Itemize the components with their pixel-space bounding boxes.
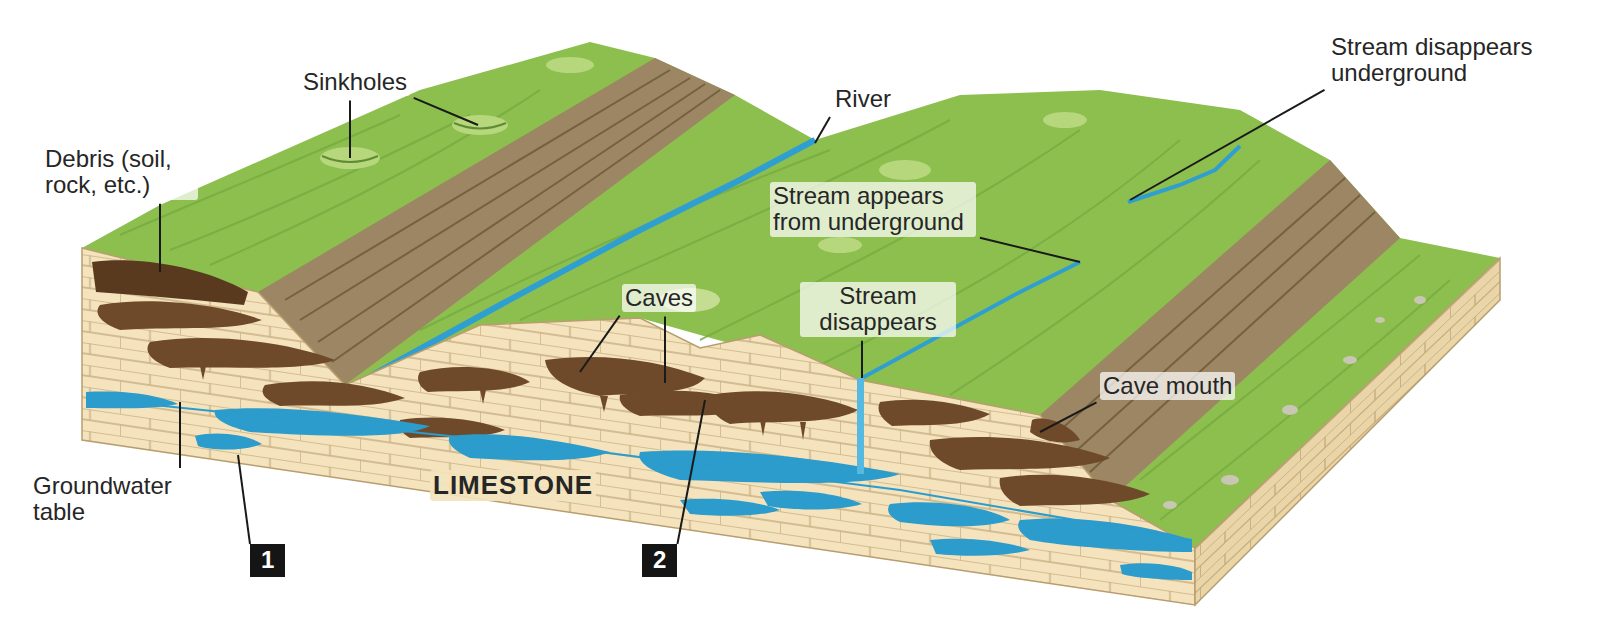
groundwater bbox=[86, 392, 1192, 580]
callout-label: Debris (soil, rock, etc.) bbox=[42, 145, 198, 200]
leader-line bbox=[980, 238, 1080, 262]
leader-line bbox=[179, 402, 181, 468]
limestone-right-face bbox=[1195, 258, 1500, 605]
callout-label: River bbox=[832, 85, 894, 113]
callout-label: LIMESTONE bbox=[430, 470, 596, 501]
leader-line bbox=[349, 100, 351, 158]
callout-number: 1 bbox=[261, 546, 274, 573]
leader-line bbox=[159, 204, 161, 272]
callout-label: Groundwater table bbox=[30, 472, 186, 527]
cliff-strata bbox=[285, 70, 720, 362]
callout-label: Stream disappears underground bbox=[1328, 33, 1549, 88]
callout-label: Stream appears from underground bbox=[770, 182, 976, 237]
leader-line bbox=[1130, 90, 1325, 200]
callout-label: Cave mouth bbox=[1100, 372, 1235, 400]
limestone-front-face bbox=[82, 248, 1195, 605]
leader-line bbox=[238, 455, 250, 544]
water-table-line bbox=[86, 398, 1192, 540]
callout-label: Sinkholes bbox=[300, 68, 410, 96]
upland-stream bbox=[1128, 146, 1240, 202]
callout-label: Caves bbox=[622, 284, 696, 312]
callout-number-box: 2 bbox=[642, 544, 677, 577]
leader-line bbox=[580, 316, 620, 372]
leader-line bbox=[664, 316, 666, 383]
stalactites bbox=[200, 366, 806, 440]
callout-label: Stream disappears bbox=[800, 282, 956, 337]
callout-number: 2 bbox=[653, 546, 666, 573]
leader-line bbox=[861, 341, 863, 378]
callout-number-box: 1 bbox=[250, 544, 285, 577]
leader-line bbox=[815, 117, 830, 143]
leader-line bbox=[677, 400, 705, 544]
caves bbox=[92, 260, 1150, 506]
leader-line bbox=[414, 98, 478, 125]
falling-stream bbox=[857, 378, 864, 474]
leader-line bbox=[1040, 402, 1097, 432]
